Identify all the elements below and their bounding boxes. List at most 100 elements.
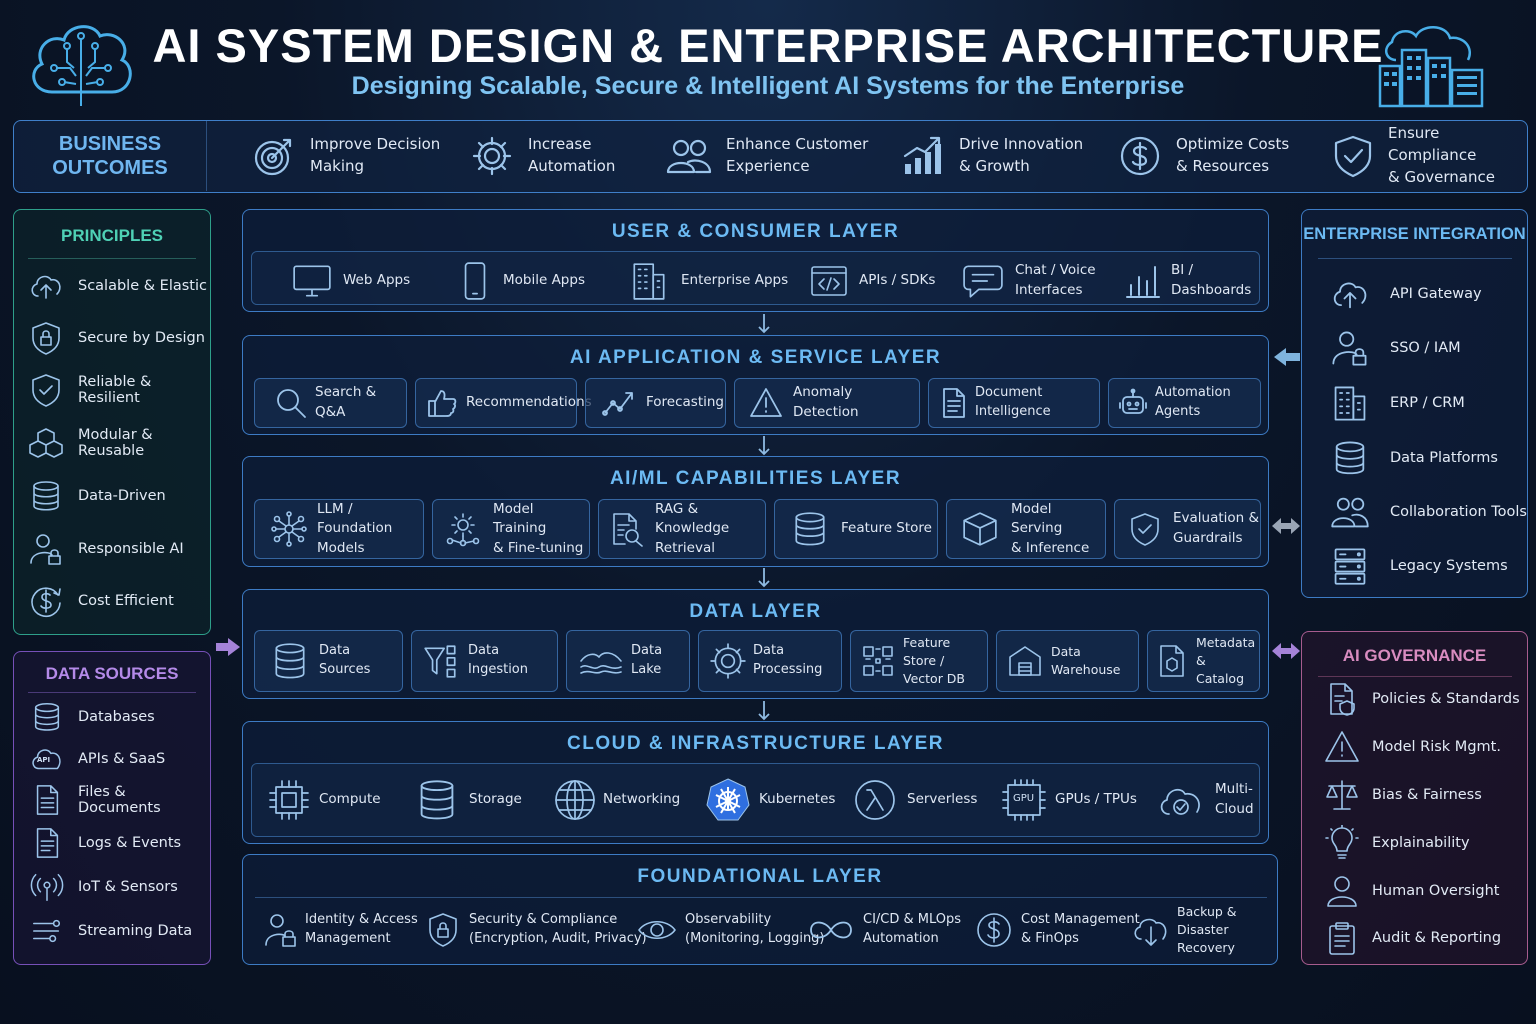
integration-collaboration-tools: Collaboration Tools (1330, 492, 1527, 532)
cloud-infrastructure-layer: CLOUD & INFRASTRUCTURE LAYER Compute Sto… (242, 721, 1269, 844)
data-metadata-catalog: Metadata &Catalog (1147, 630, 1260, 692)
cubes-icon (28, 425, 64, 461)
growth-chart-icon (901, 134, 945, 178)
outcome-optimize-costs: Optimize Costs& Resources (1118, 121, 1289, 191)
principles-panel: PRINCIPLES Scalable & Elastic Secure by … (13, 209, 211, 635)
app-forecasting: Forecasting (585, 378, 726, 428)
user-layer-title: USER & CONSUMER LAYER (611, 221, 900, 242)
user-icon (1324, 873, 1360, 909)
principle-scalable: Scalable & Elastic (28, 268, 207, 304)
data-feature-store-vector-db: Feature Store /Vector DB (850, 630, 988, 692)
cloud-compute: Compute (267, 778, 381, 822)
eye-icon (637, 911, 677, 949)
cloud-multi-cloud: Multi-Cloud (1157, 778, 1254, 822)
cube-icon (961, 510, 999, 548)
ml-feature-store: Feature Store (774, 499, 938, 559)
enterprise-integration-title: ENTERPRISE INTEGRATION (1303, 225, 1526, 243)
ai-application-layer: AI APPLICATION & SERVICE LAYER Search & … (242, 335, 1269, 435)
ml-layer-title: AI/ML CAPABILITIES LAYER (609, 468, 902, 489)
data-layer: DATA LAYER Data Sources Data Ingestion D… (242, 589, 1269, 699)
database-icon (417, 778, 457, 822)
foundation-cost-management: Cost Management& FinOps (975, 905, 1140, 955)
app-document-intelligence: Document Intelligence (928, 378, 1100, 428)
ml-model-serving: Model Serving& Inference (946, 499, 1106, 559)
cloud-upload-icon (28, 268, 64, 304)
source-streaming-data: Streaming Data (30, 914, 192, 948)
shield-lock-icon (425, 911, 461, 949)
ml-model-training: Model Training& Fine-tuning (432, 499, 590, 559)
log-file-icon (30, 826, 64, 860)
principle-responsible-ai: Responsible AI (28, 531, 184, 567)
search-icon (275, 387, 307, 419)
user-bi-dashboards: BI / Dashboards (1123, 260, 1268, 302)
integration-api-gateway: API Gateway (1330, 274, 1482, 314)
database-icon (271, 641, 309, 681)
enterprise-integration-panel: ENTERPRISE INTEGRATION API Gateway SSO /… (1301, 209, 1528, 598)
app-recommendations: Recommendations (415, 378, 592, 428)
ai-governance-panel: AI GOVERNANCE Policies & Standards Model… (1301, 631, 1528, 965)
user-mobile-apps: Mobile Apps (459, 260, 585, 302)
source-logs-events: Logs & Events (30, 826, 181, 860)
cloud-storage: Storage (417, 778, 522, 822)
data-sources-title: DATA SOURCES (45, 664, 179, 683)
funnel-icon (422, 642, 460, 680)
target-icon (252, 134, 296, 178)
warehouse-icon (1007, 643, 1043, 679)
outcome-drive-innovation: Drive Innovation& Growth (901, 121, 1083, 191)
integration-sso-iam: SSO / IAM (1330, 328, 1461, 368)
data-warehouse-cell: Data Warehouse (996, 630, 1139, 692)
mobile-phone-icon (459, 260, 491, 302)
user-lock-icon (28, 531, 64, 567)
document-icon (939, 387, 969, 419)
foundation-observability: Observability(Monitoring, Logging) (637, 905, 825, 955)
arrow-sources-to-data (216, 638, 240, 656)
cloud-networking: Networking (553, 778, 680, 822)
dollar-icon (1118, 134, 1162, 178)
lake-waves-icon (579, 645, 623, 677)
users-icon (666, 134, 712, 178)
data-ingestion-cell: Data Ingestion (411, 630, 558, 692)
cloud-serverless: Serverless (853, 778, 977, 822)
gpu-chip-icon: GPU (1001, 778, 1047, 822)
ml-evaluation-guardrails: Evaluation &Guardrails (1114, 499, 1261, 559)
document-icon (30, 783, 64, 817)
cloud-kubernetes: Kubernetes (705, 778, 835, 822)
app-search-qa: Search & Q&A (254, 378, 407, 428)
cloud-check-icon (1157, 780, 1205, 820)
trend-line-icon (602, 387, 636, 419)
source-databases: Databases (30, 700, 155, 734)
arrow-governance-data-bidirectional (1272, 643, 1300, 659)
user-consumer-layer: USER & CONSUMER LAYER Web Apps Mobile Ap… (242, 209, 1269, 312)
governance-human-oversight: Human Oversight (1324, 873, 1499, 909)
principles-title: PRINCIPLES (60, 226, 164, 245)
code-window-icon (809, 260, 849, 302)
shield-check-icon (1127, 511, 1163, 547)
data-sources-divider (28, 692, 196, 693)
lightbulb-icon (1324, 825, 1360, 861)
gear-icon (709, 642, 747, 680)
governance-audit-reporting: Audit & Reporting (1324, 920, 1501, 956)
user-enterprise-apps: Enterprise Apps (629, 260, 788, 302)
thumbs-up-icon (426, 387, 458, 419)
cloud-api-icon: API (30, 742, 64, 776)
arrow-data-to-cloud (758, 701, 770, 721)
kubernetes-icon (705, 777, 751, 823)
outcome-ensure-compliance: Ensure Compliance& Governance (1332, 121, 1527, 191)
robot-icon (1117, 387, 1149, 419)
balance-scale-icon (1324, 777, 1360, 813)
integration-erp-crm: ERP / CRM (1330, 383, 1465, 423)
catalog-icon (1156, 643, 1190, 679)
integration-data-platforms: Data Platforms (1330, 438, 1498, 478)
warning-icon (749, 387, 783, 419)
chat-bubble-icon (961, 260, 1005, 302)
server-icon (1330, 546, 1370, 586)
cloud-download-icon (1131, 911, 1171, 949)
arrow-integration-ml-bidirectional (1272, 518, 1300, 534)
policy-document-icon (1324, 681, 1360, 717)
